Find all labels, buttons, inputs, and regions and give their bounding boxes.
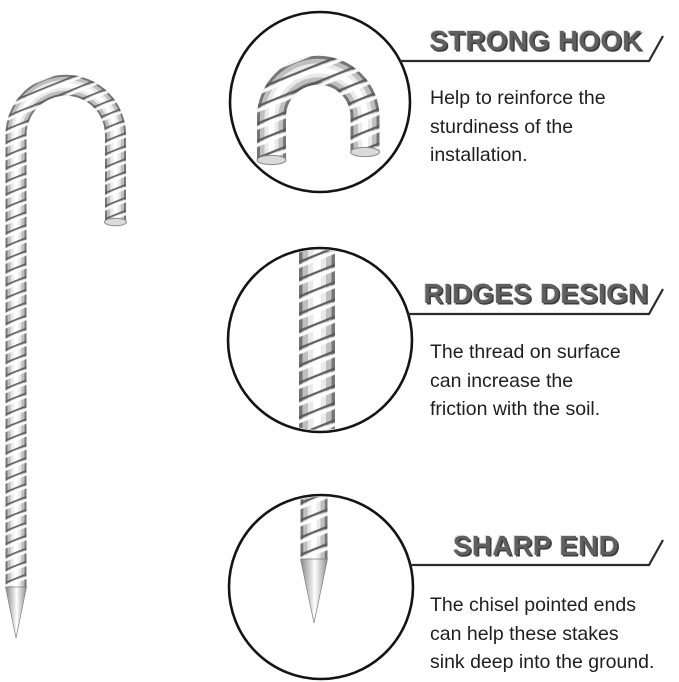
callout-line-strong-hook	[400, 35, 664, 63]
stake-sharp-tip	[5, 586, 27, 639]
callout-description-strong-hook: Help to reinforce the sturdiness of the …	[430, 87, 606, 166]
stake-cut-end	[104, 217, 127, 227]
callout-title-ridges-design: RIDGES DESIGN	[423, 278, 649, 309]
callout-title-sharp-end: SHARP END	[453, 530, 619, 561]
callout-description-sharp-end: The chisel pointed ends can help these s…	[430, 594, 655, 673]
callout-description-ridges-design: The thread on surface can increase the f…	[430, 341, 621, 420]
callout-title-strong-hook: STRONG HOOK	[429, 25, 643, 56]
callout-line-ridges-design	[408, 288, 664, 316]
callout-line-sharp-end	[410, 539, 664, 567]
